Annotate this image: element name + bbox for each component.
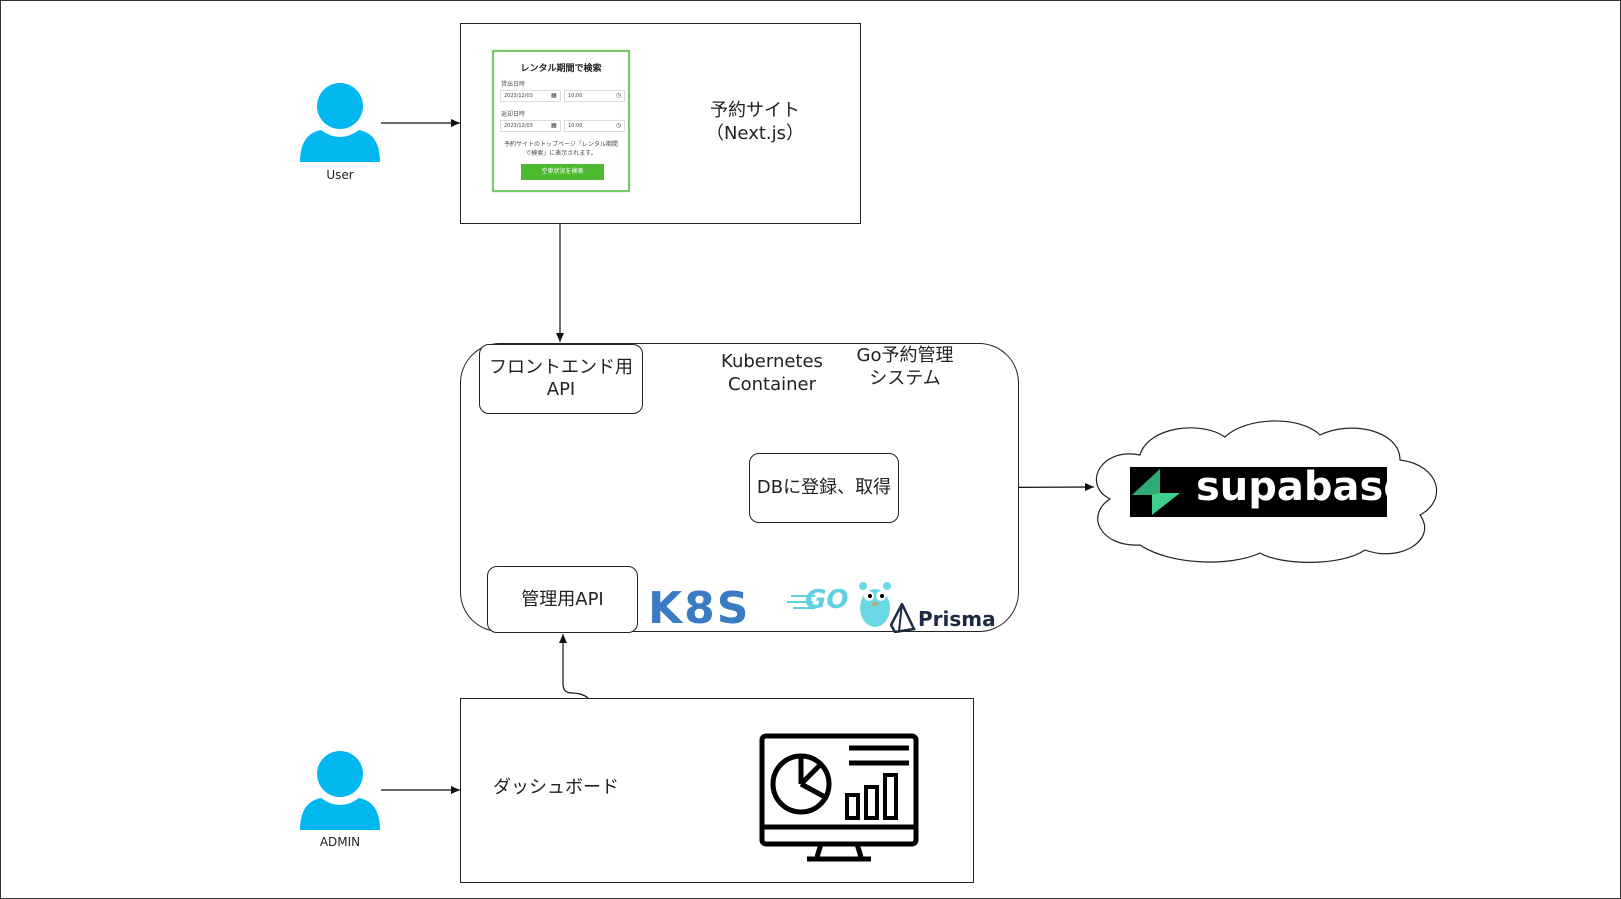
db-access-label: DBに登録、取得 [756, 477, 892, 498]
supabase-logo: supabase [1130, 464, 1410, 517]
site-title-line2: （Next.js） [705, 123, 805, 144]
clock-icon: ◷ [616, 122, 622, 129]
end-date-field[interactable]: 2023/12/03 [500, 120, 561, 132]
admin-icon [300, 751, 380, 830]
user-icon [300, 83, 380, 162]
start-label: 貸出日時 [501, 81, 526, 88]
form-note: 予約サイトのトップページ「レンタル期間で検索」に表示されます。 [504, 141, 618, 157]
frontend-api-line1: フロントエンド用 [489, 357, 633, 378]
db-access-box: DBに登録、取得 [749, 453, 899, 523]
user-label: User [326, 168, 354, 182]
form-title: レンタル期間で検索 [520, 64, 602, 74]
clock-icon: ◷ [616, 92, 622, 99]
k8s-logo: K8S [648, 583, 751, 634]
dashboard-monitor-icon [759, 733, 919, 862]
kubernetes-label-line1: Kubernetes [721, 351, 823, 372]
gopher-icon [859, 582, 891, 627]
supabase-bolt-icon [1132, 469, 1180, 515]
calendar-icon: ▦ [551, 122, 557, 129]
admin-label: ADMIN [319, 835, 361, 849]
admin-api-label: 管理用API [521, 588, 604, 610]
start-time-field[interactable]: 10:00 [564, 90, 625, 102]
prisma-logo: Prisma [918, 607, 996, 631]
system-label-line1: Go予約管理 [856, 345, 954, 366]
go-speed-lines-icon [787, 595, 815, 609]
go-logo: GO [805, 585, 849, 615]
start-date-field[interactable]: 2023/12/03 [500, 90, 561, 102]
dashboard-box: ダッシュボード [460, 698, 974, 883]
edge-dashboard-to-admin-api [559, 634, 589, 699]
site-title-line1: 予約サイト [710, 100, 800, 121]
frontend-api-box: フロントエンド用 API [479, 344, 643, 414]
supabase-name: supabase [1196, 464, 1411, 510]
calendar-icon: ▦ [551, 92, 557, 99]
admin-api-box: 管理用API [487, 566, 638, 633]
prisma-icon [890, 603, 916, 633]
end-label: 返却日時 [501, 111, 526, 118]
end-time-field[interactable]: 10:00 [564, 120, 625, 132]
frontend-api-line2: API [546, 379, 576, 400]
dashboard-label: ダッシュボード [493, 777, 619, 798]
search-availability-button[interactable]: 空車状況を検索 [521, 164, 604, 180]
system-label-line2: システム [869, 368, 941, 389]
kubernetes-label-line2: Container [728, 374, 816, 395]
rental-search-form: レンタル期間で検索 貸出日時 2023/12/03 ▦ 10:00 ◷ 返却日時… [492, 50, 630, 192]
